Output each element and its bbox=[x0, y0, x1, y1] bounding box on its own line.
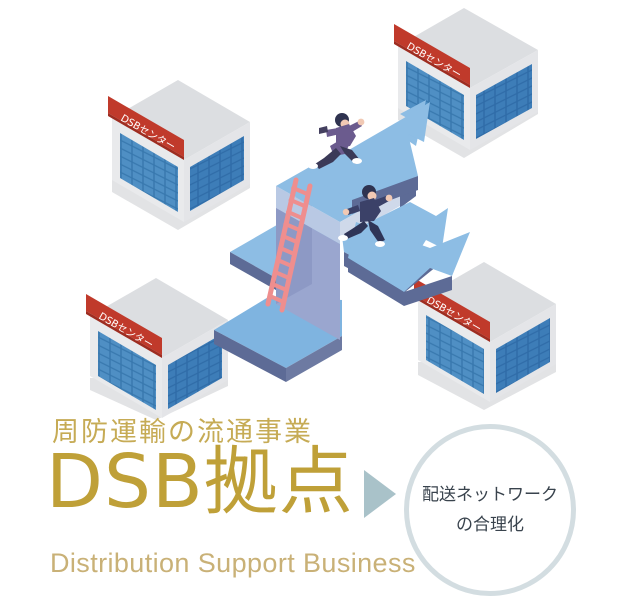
runner-lower-hand-front bbox=[385, 194, 393, 202]
building-roof bbox=[90, 278, 228, 358]
building-windows-left bbox=[120, 133, 178, 212]
building-top-right: DSBセンター bbox=[394, 8, 538, 158]
isometric-illustration: DSBセンター DSBセンター bbox=[86, 8, 556, 420]
building-windows-left bbox=[406, 61, 464, 140]
runner-upper-leg-back bbox=[315, 148, 341, 169]
runner-upper bbox=[308, 113, 365, 169]
callout-line-1: 配送ネットワーク bbox=[422, 485, 558, 506]
arrow-northeast bbox=[306, 102, 430, 200]
sign-edge bbox=[86, 311, 162, 358]
arrow-arm-lower-left-side bbox=[214, 330, 286, 382]
sign-edge bbox=[394, 41, 470, 88]
page-title: DSB拠点 bbox=[46, 439, 354, 525]
building-windows-left bbox=[426, 315, 484, 394]
subtitle: Distribution Support Business bbox=[50, 548, 416, 578]
building-roof bbox=[418, 262, 556, 342]
runner-upper-arm-back bbox=[326, 128, 340, 137]
arrow-southeast-head-edge bbox=[348, 258, 452, 306]
tagline: 周防運輸の流通事業 bbox=[52, 417, 313, 448]
callout-text: 配送ネットワーク の合理化 bbox=[404, 424, 576, 596]
sign-panel bbox=[394, 24, 470, 85]
building-windows-left bbox=[98, 331, 156, 410]
runner-lower-arm-back bbox=[347, 205, 360, 215]
building-bottom-left: DSBセンター bbox=[86, 278, 228, 420]
callout-ring bbox=[404, 424, 576, 596]
runner-lower-shoe-front bbox=[375, 241, 385, 247]
runner-upper-shoe-front bbox=[352, 158, 362, 164]
arrow-hub bbox=[214, 100, 470, 382]
runner-lower-leg-back bbox=[344, 221, 368, 239]
runner-lower-leg-front bbox=[368, 220, 385, 243]
runner-lower-arm-front bbox=[375, 196, 389, 207]
sign-edge bbox=[108, 113, 184, 160]
runner-lower-face bbox=[367, 191, 377, 201]
runner-upper-bag bbox=[319, 126, 328, 134]
runner-lower-hand-back bbox=[342, 208, 350, 216]
building-top-left: DSBセンター bbox=[108, 80, 250, 230]
building-windows-right bbox=[190, 136, 244, 211]
play-triangle-icon bbox=[360, 466, 400, 522]
ladder-icon bbox=[265, 177, 313, 313]
runner-lower-jacket bbox=[360, 198, 381, 222]
building-roof bbox=[112, 80, 250, 160]
sign-panel bbox=[86, 294, 162, 355]
runner-upper-hand bbox=[357, 118, 365, 126]
sign-panel bbox=[108, 96, 184, 157]
arrow-arm-lower-left-side2 bbox=[286, 336, 342, 382]
building-roof bbox=[398, 8, 538, 88]
callout-line-2: の合理化 bbox=[456, 514, 524, 535]
sign-edge bbox=[414, 295, 490, 342]
ladder-rungs bbox=[267, 186, 310, 304]
runner-upper-shoe-back bbox=[308, 163, 318, 169]
runner-lower-shoe-back bbox=[338, 235, 348, 241]
building-windows-right bbox=[496, 318, 550, 393]
runner-lower bbox=[338, 185, 393, 247]
callout-circle: 配送ネットワーク の合理化 bbox=[404, 424, 576, 596]
building-windows-right bbox=[476, 64, 532, 139]
building-windows-right bbox=[168, 334, 222, 409]
